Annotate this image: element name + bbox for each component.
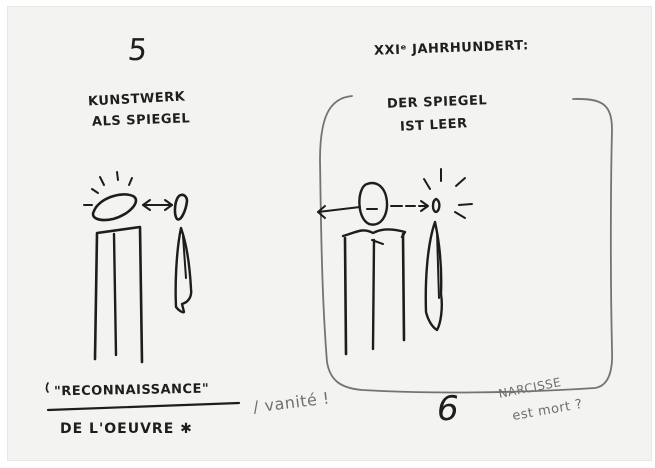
- right-mirror-body: [426, 222, 442, 330]
- mirror-frame: [320, 96, 612, 392]
- als-spiegel-label: ALS SPIEGEL: [92, 112, 191, 128]
- reconnaissance-underline: [48, 403, 239, 410]
- de-oeuvre-label: DE L'OEUVRE ✱: [60, 422, 193, 436]
- left-head: [93, 194, 136, 220]
- right-body: [345, 238, 346, 354]
- left-scene: [47, 172, 240, 410]
- right-mirror-head: [433, 199, 439, 212]
- reconnaissance-label: "RECONNAISSANCE": [54, 383, 209, 399]
- sketch-number-5: 5: [126, 36, 149, 66]
- der-spiegel-label: DER SPIEGEL: [387, 94, 488, 110]
- right-scene: [318, 96, 612, 392]
- left-body: [95, 227, 142, 362]
- right-shoulders: [343, 229, 405, 237]
- left-mirror-head: [175, 195, 187, 220]
- right-head: [359, 183, 387, 225]
- ist-leer-label: IST LEER: [400, 117, 468, 134]
